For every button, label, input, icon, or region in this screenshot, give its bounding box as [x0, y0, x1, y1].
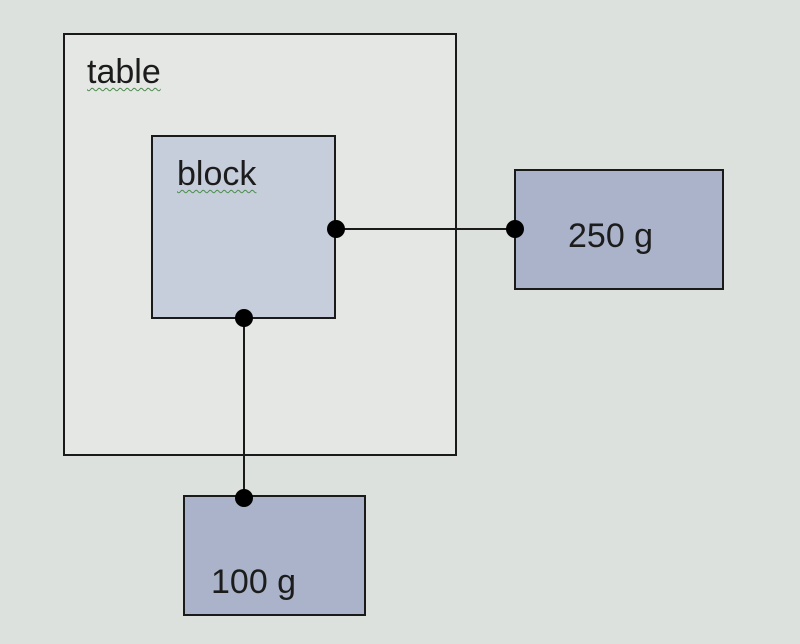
table-label: table	[87, 53, 161, 91]
mass-100g-box: 100 g	[183, 495, 366, 616]
mass-100g-label: 100 g	[211, 563, 297, 601]
block-box: block	[151, 135, 336, 319]
block-label: block	[177, 155, 257, 193]
mass-250g-box: 250 g	[514, 169, 724, 290]
mass-250g-label: 250 g	[568, 217, 654, 255]
